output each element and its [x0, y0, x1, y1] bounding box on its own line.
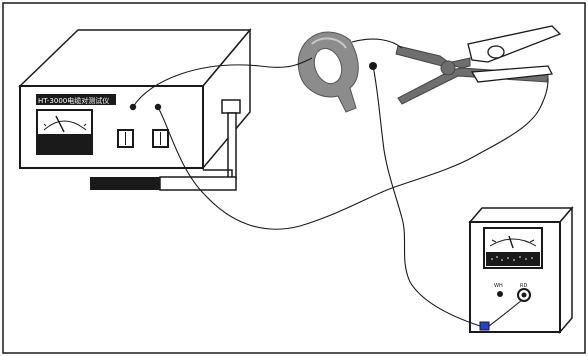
meter-box-side [559, 205, 573, 335]
analog-meter-icon [36, 109, 93, 155]
wire-meter-internal [488, 299, 523, 327]
instrument-label-plate [36, 94, 116, 105]
main-instrument: HT-3000电缆对测试仪 [18, 27, 252, 191]
meter-terminal-label-right: RD [520, 283, 527, 289]
meter-terminal-label-left: WH [494, 283, 503, 289]
wire-clamp-to-meter [372, 65, 481, 327]
instrument-switch-1 [117, 129, 134, 148]
current-clamp-icon [297, 31, 359, 113]
wire-instrument-to-alligator [157, 77, 549, 230]
instrument-label: HT-3000电缆对测试仪 [38, 96, 109, 105]
meter-box: WH RD [468, 205, 574, 335]
alligator-clip-icon [395, 25, 562, 105]
wires [132, 38, 549, 327]
meter-terminal-left [497, 291, 503, 297]
meter-box-top [468, 207, 574, 223]
blue-connector [479, 321, 490, 331]
wire-clamp-to-alligator [351, 38, 403, 49]
instrument-switch-2 [152, 129, 169, 148]
wire-instrument-to-clamp [132, 57, 313, 108]
analog-scale-icon [483, 227, 543, 269]
instrument-base [90, 176, 237, 191]
